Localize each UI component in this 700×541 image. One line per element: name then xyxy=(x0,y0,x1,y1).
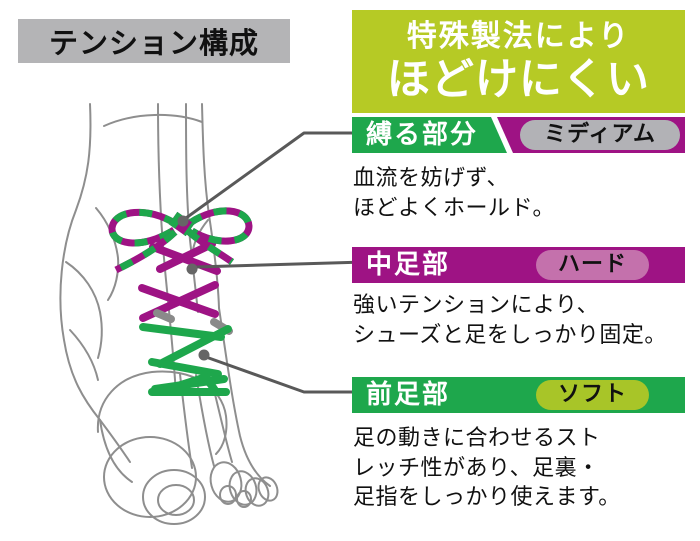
section-desc-forefoot: 足の動きに合わせるスト レッチ性があり、足裏・ 足指をしっかり使えます。 xyxy=(353,424,621,513)
connector-line-midfoot xyxy=(195,260,366,269)
section-bar-tying: 縛る部分 ミディアム xyxy=(352,117,685,153)
level-badge-medium: ミディアム xyxy=(520,120,680,150)
desc-line: 血流を妨げず、 xyxy=(353,166,509,191)
section-desc-tying: 血流を妨げず、 ほどよくホールド。 xyxy=(353,164,555,224)
lace-midfoot xyxy=(138,240,233,335)
bar-green-segment xyxy=(352,117,507,153)
desc-line: 足指をしっかり使えます。 xyxy=(353,485,621,510)
desc-line: ほどよくホールド。 xyxy=(353,196,556,221)
headline-line2: ほどけにくい xyxy=(386,54,651,105)
foot-outline xyxy=(59,103,279,525)
marker-dot-midfoot xyxy=(186,263,198,275)
page-title: テンション構成 xyxy=(48,26,259,60)
headline-box: 特殊製法により ほどけにくい xyxy=(352,10,685,113)
section-label-tying: 縛る部分 xyxy=(366,120,479,150)
desc-line: 足の動きに合わせるスト xyxy=(353,426,601,451)
section-label-midfoot: 中足部 xyxy=(366,250,451,280)
headline-line1: 特殊製法により xyxy=(406,18,631,54)
connector-line-tying xyxy=(185,131,365,220)
connector-lines xyxy=(177,131,366,394)
title-box: テンション構成 xyxy=(18,19,290,63)
section-label-forefoot: 前足部 xyxy=(366,380,451,410)
lace-bow xyxy=(108,207,253,274)
level-badge-soft: ソフト xyxy=(536,380,650,410)
marker-dot-forefoot xyxy=(198,349,210,361)
section-bar-midfoot: 中足部 ハード xyxy=(352,247,685,283)
desc-line: 強いテンションにより、 xyxy=(353,293,600,318)
desc-line: シューズと足をしっかり固定。 xyxy=(353,323,667,348)
connector-line-forefoot xyxy=(205,355,365,394)
section-bar-forefoot: 前足部 ソフト xyxy=(352,377,685,413)
section-desc-midfoot: 強いテンションにより、 シューズと足をしっかり固定。 xyxy=(353,291,667,351)
marker-dot-tying xyxy=(177,215,189,227)
desc-line: レッチ性があり、足裏・ xyxy=(353,455,600,481)
level-badge-hard: ハード xyxy=(536,250,650,280)
lace-forefoot xyxy=(139,323,232,396)
